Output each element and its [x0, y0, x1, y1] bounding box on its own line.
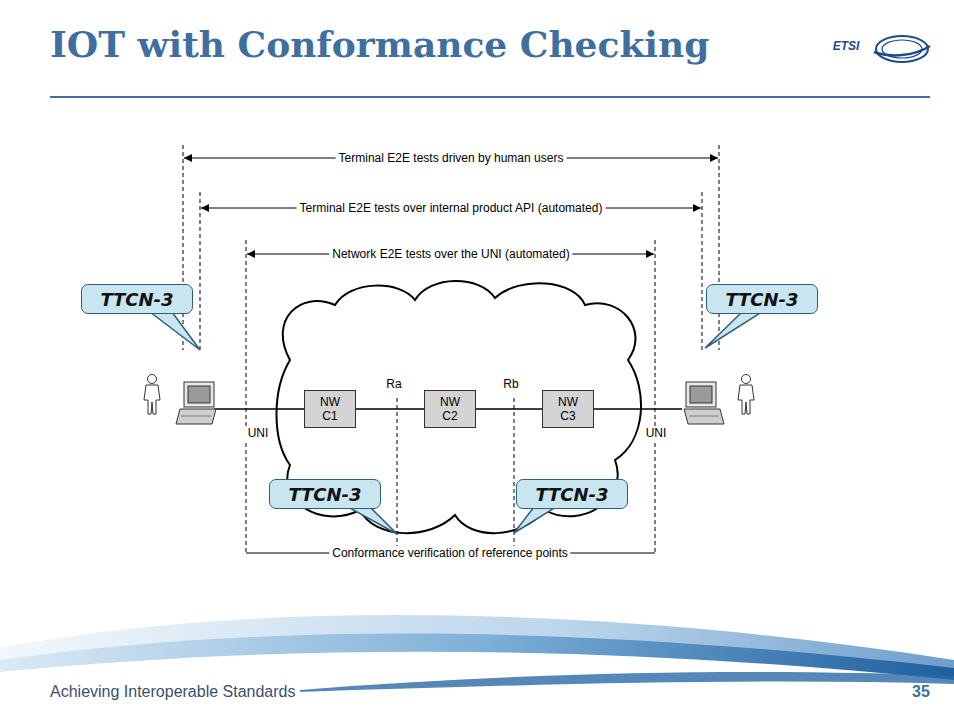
page-number: 35 [912, 683, 930, 701]
ttcn3-callout: TTCN-3 [269, 479, 381, 509]
node-text: TTCN-3 [725, 289, 798, 310]
network-link [476, 408, 542, 410]
reference-point-label: Ra [383, 377, 404, 391]
network-cloud [277, 281, 642, 533]
ttcn3-callout: TTCN-3 [516, 479, 628, 509]
interface-label: UNI [643, 426, 670, 440]
footer-text: Achieving Interoperable Standards [50, 683, 296, 701]
laptop-icon [176, 382, 216, 424]
network-component: NW C2 [424, 390, 476, 428]
logo-text: ETSI [833, 39, 860, 53]
laptop-icon [684, 382, 724, 424]
slide-title: IOT with Conformance Checking [50, 22, 709, 66]
node-text: TTCN-3 [535, 484, 608, 505]
node-text: TTCN-3 [288, 484, 361, 505]
reference-point-label: Rb [500, 377, 521, 391]
ttcn3-callout: TTCN-3 [81, 284, 193, 314]
network-component: NW C1 [304, 390, 356, 428]
callout-tail [150, 312, 762, 534]
node-text: NW C1 [317, 395, 343, 423]
person-icon [738, 375, 754, 415]
test-scope-label: Terminal E2E tests driven by human users [336, 151, 567, 165]
network-component: NW C3 [542, 390, 594, 428]
verification-label: Conformance verification of reference po… [329, 546, 570, 560]
node-text: NW C3 [555, 395, 581, 423]
etsi-logo [874, 36, 930, 62]
footer-wave [0, 615, 954, 692]
test-scope-label: Network E2E tests over the UNI (automate… [329, 247, 572, 261]
dimension-lines [183, 145, 719, 555]
test-scope-label: Terminal E2E tests over internal product… [297, 201, 606, 215]
network-link [356, 408, 424, 410]
interface-label: UNI [245, 426, 272, 440]
person-icon [144, 375, 160, 415]
node-text: NW C2 [437, 395, 463, 423]
title-rule [50, 96, 930, 98]
node-text: TTCN-3 [100, 289, 173, 310]
ttcn3-callout: TTCN-3 [706, 284, 818, 314]
